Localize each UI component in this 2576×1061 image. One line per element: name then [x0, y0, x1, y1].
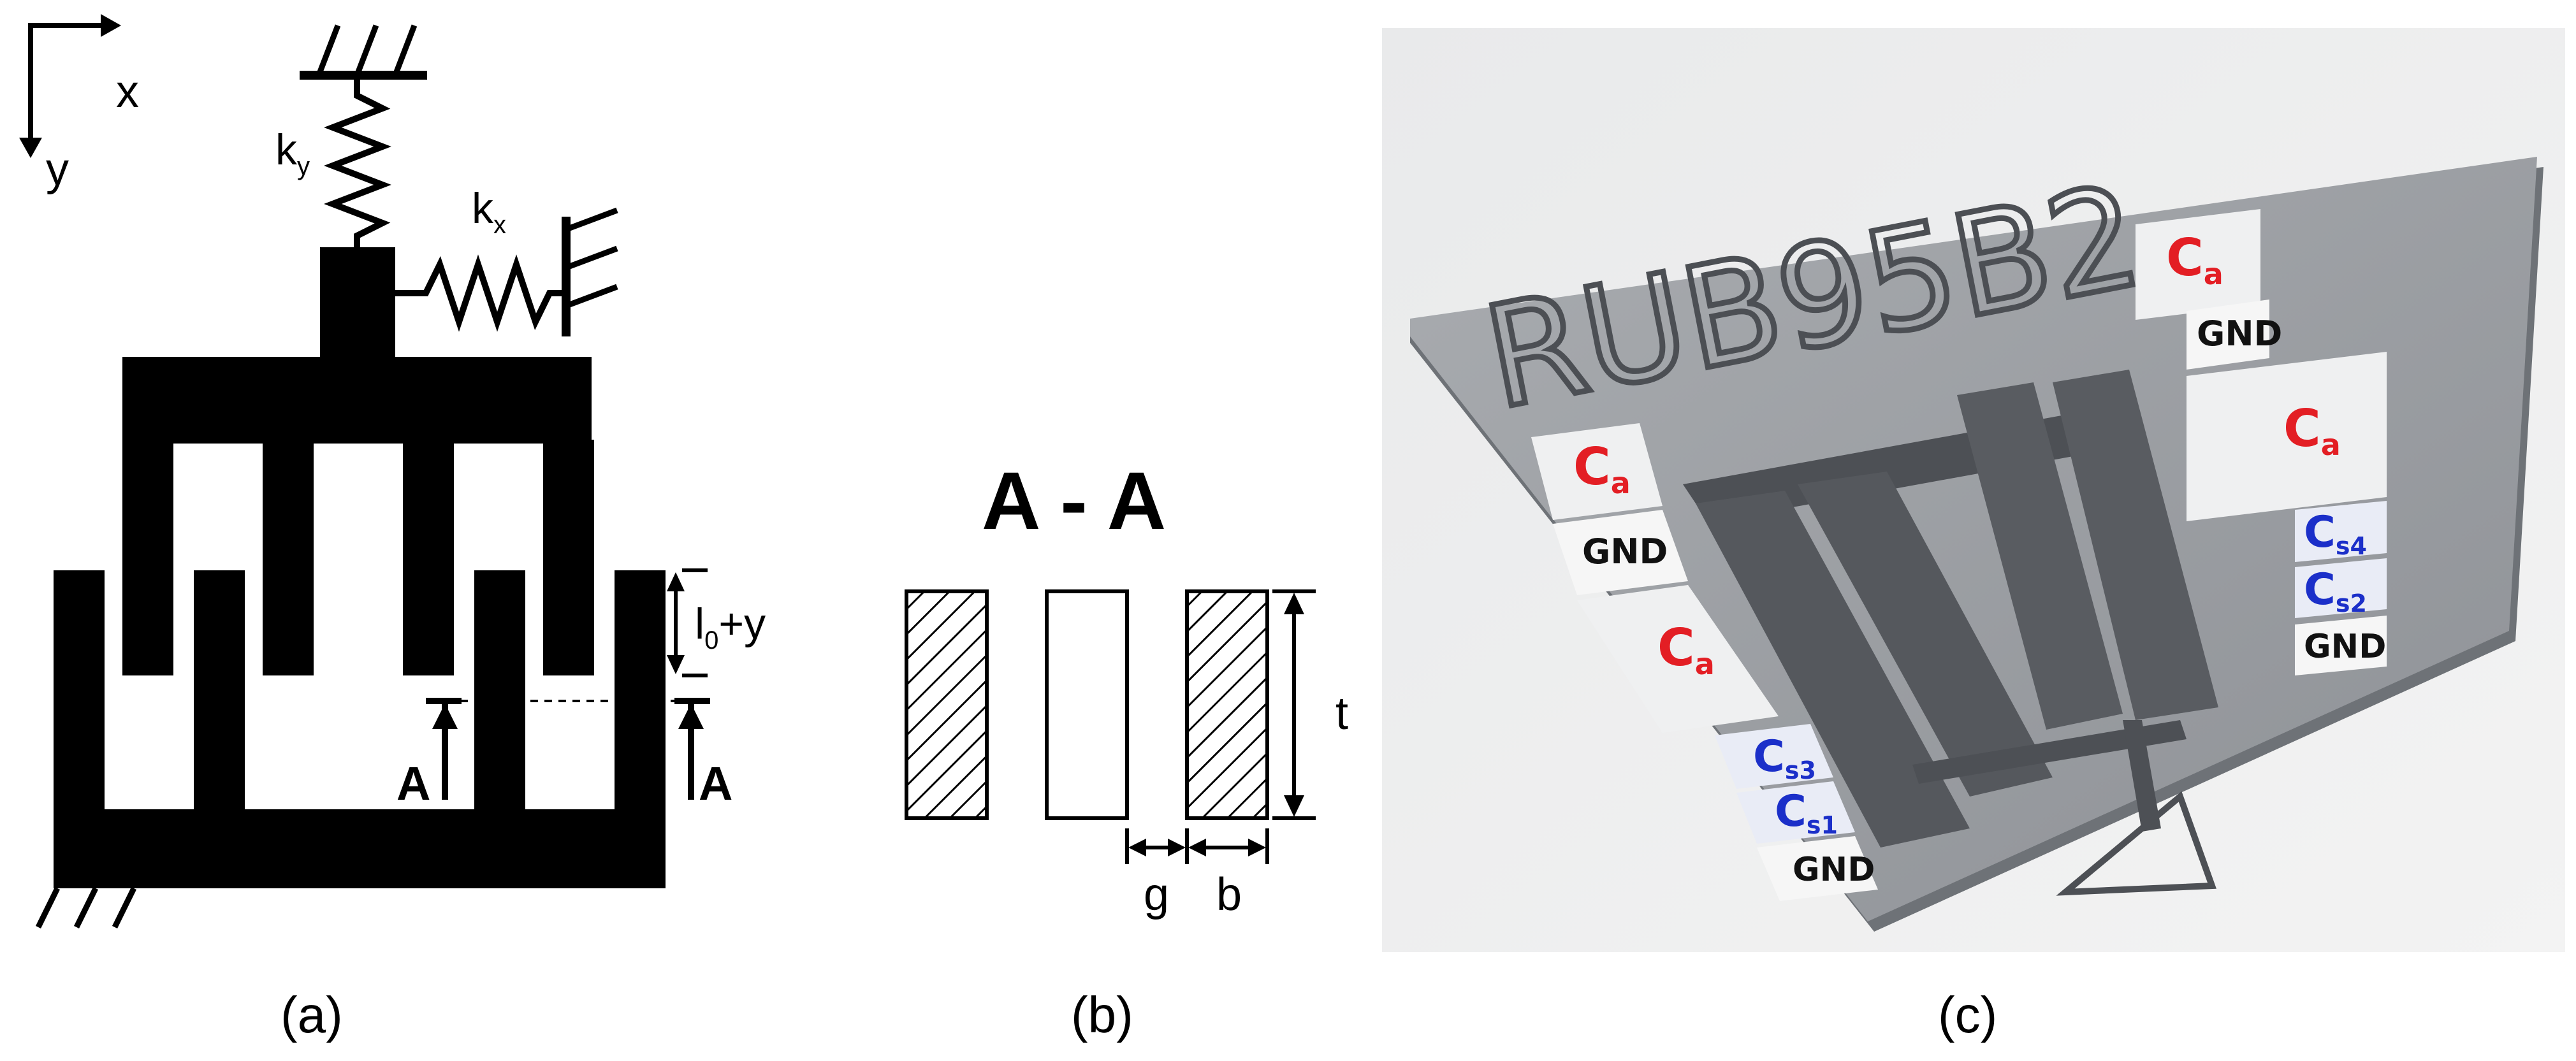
- spring-ky: [324, 75, 391, 247]
- bottom-ground-symbol: [35, 887, 137, 928]
- gap-dimension: l0+y: [667, 568, 766, 677]
- right-ground-symbol: [562, 207, 618, 336]
- pad-ca-left-mid: [1577, 585, 1779, 733]
- caption-b: (b): [1071, 986, 1133, 1043]
- caption-a: (a): [280, 986, 343, 1043]
- pad-gnd-right-bottom: [2295, 616, 2387, 675]
- panel-a-diagram: x y ky kx: [19, 14, 766, 1043]
- label-ca-left-mid: Ca: [1657, 618, 1715, 681]
- panel-b-diagram: A - A t g b (b): [905, 456, 1348, 1043]
- spring-kx-label: kx: [472, 184, 506, 239]
- label-cs2: Cs2: [2304, 565, 2367, 617]
- label-cs4: Cs4: [2304, 507, 2367, 560]
- pad-cs3: [1715, 724, 1833, 789]
- gap-label: l0+y: [695, 600, 766, 654]
- pad-cs1: [1736, 781, 1855, 844]
- label-gnd-right-top: GND: [2197, 314, 2282, 354]
- pad-gnd-left-top: [1553, 510, 1688, 595]
- axis-y-label: y: [46, 144, 69, 195]
- top-ground-symbol: [300, 24, 427, 80]
- spring-ky-label: ky: [275, 126, 310, 180]
- pad-ca-right-top: [2136, 209, 2260, 320]
- label-ca-right-top: Ca: [2166, 228, 2223, 291]
- fixed-comb: [54, 570, 666, 888]
- gap-width-dimension: g b: [1125, 828, 1269, 920]
- pad-column-left: Ca GND Ca Cs3 Cs1 GND: [1531, 423, 1878, 901]
- pad-ca-right-mid: [2187, 352, 2387, 521]
- pad-ca-left-top: [1531, 423, 1663, 520]
- fixed-electrode-right: [1185, 589, 1269, 820]
- section-label-left: A: [397, 757, 430, 810]
- thickness-dimension: t: [1272, 589, 1348, 820]
- movable-comb: [122, 247, 594, 675]
- label-gnd-right-bottom: GND: [2304, 628, 2386, 666]
- label-gnd-left-top: GND: [1582, 531, 1668, 572]
- spring-kx: [395, 254, 566, 332]
- pad-gnd-right-top: [2187, 300, 2269, 370]
- label-cs1: Cs1: [1775, 786, 1838, 839]
- label-gnd-left-bottom: GND: [1793, 851, 1875, 889]
- gap-g-label: g: [1144, 869, 1169, 920]
- label-ca-right-mid: Ca: [2283, 399, 2341, 462]
- section-cut-marker: A A: [397, 698, 732, 810]
- caption-c: (c): [1938, 986, 1997, 1043]
- section-label-right: A: [699, 757, 732, 810]
- section-title: A - A: [982, 456, 1166, 547]
- coordinate-axes: x y: [19, 14, 139, 195]
- mems-structure: [1683, 370, 2218, 896]
- pad-gnd-left-bottom: [1757, 836, 1878, 901]
- pad-cs4: [2295, 501, 2387, 562]
- panel-c-photo: RUB95B2 Ca GND Ca Cs4 Cs2 GND: [1382, 28, 2565, 1043]
- fixed-electrode-left: [905, 589, 989, 820]
- width-b-label: b: [1216, 869, 1242, 920]
- label-cs3: Cs3: [1753, 732, 1816, 784]
- moving-electrode: [1045, 589, 1129, 820]
- thickness-label: t: [1335, 688, 1348, 739]
- axis-x-label: x: [116, 66, 139, 117]
- pad-cs2: [2295, 558, 2387, 618]
- pad-column-right: Ca GND Ca Cs4 Cs2 GND: [2136, 209, 2387, 675]
- label-ca-left-top: Ca: [1573, 437, 1631, 500]
